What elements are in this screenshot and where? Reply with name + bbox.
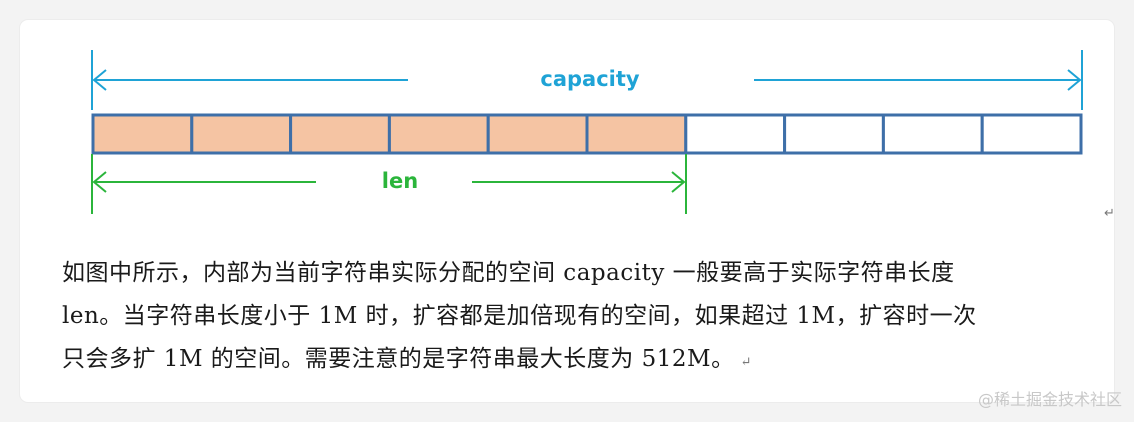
description-paragraph: 如图中所示，内部为当前字符串实际分配的空间 capacity 一般要高于实际字符… (62, 252, 1102, 384)
sds-capacity-diagram: capacity len (91, 50, 1083, 214)
used-cell (585, 113, 688, 155)
description-line-3: 只会多扩 1M 的空间。需要注意的是字符串最大长度为 512M。 ↵ (62, 338, 1102, 384)
free-cell (881, 113, 984, 155)
capacity-arrowhead-left (92, 69, 107, 91)
len-arrowhead-left (92, 171, 107, 193)
buffer-cells (91, 113, 1083, 155)
free-cell (783, 113, 885, 155)
description-line-2: len。当字符串长度小于 1M 时，扩容都是加倍现有的空间，如果超过 1M，扩容… (62, 303, 977, 329)
free-cell (980, 113, 1083, 155)
description-line-1: 如图中所示，内部为当前字符串实际分配的空间 capacity 一般要高于实际字符… (62, 260, 955, 286)
used-cell (387, 113, 490, 155)
capacity-label: capacity (540, 67, 640, 91)
len-arrowhead-right (671, 171, 686, 193)
len-label: len (382, 169, 418, 193)
content-card: capacity len ↵ 如图中所示，内部为当前字符串实际分配的空间 cap… (20, 20, 1115, 402)
free-cell (684, 113, 787, 155)
used-cell (289, 113, 391, 155)
description-line-3-text: 只会多扩 1M 的空间。需要注意的是字符串最大长度为 512M。 (62, 346, 735, 372)
capacity-arrowhead-right (1067, 69, 1082, 91)
line-return-mark: ↵ (740, 355, 752, 370)
watermark: @稀土掘金技术社区 (977, 390, 1122, 409)
used-cell (91, 113, 194, 155)
used-cell (190, 113, 293, 155)
used-cell (486, 113, 589, 155)
paragraph-return-mark: ↵ (1104, 206, 1115, 221)
